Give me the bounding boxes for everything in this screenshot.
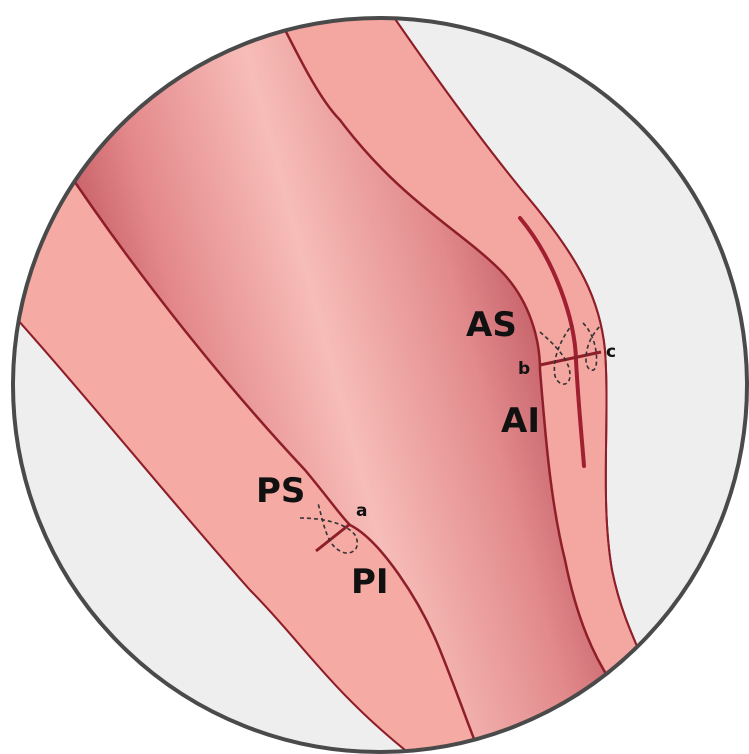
label-c: c <box>606 342 616 362</box>
label-ai: AI <box>501 401 540 441</box>
label-pi: PI <box>351 562 389 602</box>
label-b: b <box>518 359 530 379</box>
label-a: a <box>356 501 367 521</box>
label-ps: PS <box>256 471 305 511</box>
label-as: AS <box>466 305 517 345</box>
